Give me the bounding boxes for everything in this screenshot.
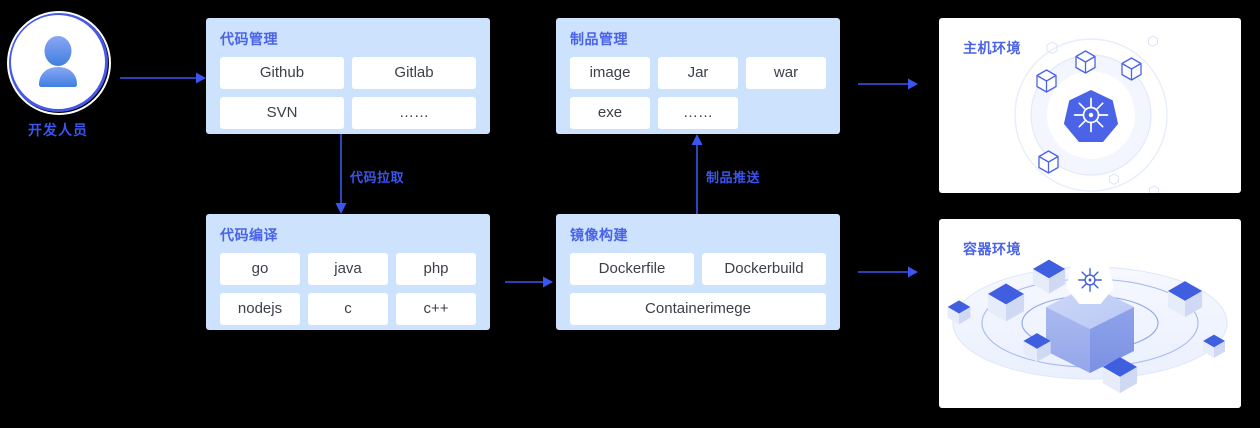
developer-avatar-circle xyxy=(7,11,111,115)
arrow-compile-to-build xyxy=(505,274,553,290)
arrow-build-to-container xyxy=(858,264,918,280)
edge-label-code-pull: 代码拉取 xyxy=(350,170,405,185)
panel-code-management: 代码管理 Github Gitlab SVN …… xyxy=(206,18,490,134)
panel-title: 代码编译 xyxy=(220,227,278,243)
edge-label-artifact-push: 制品推送 xyxy=(706,170,761,185)
chip-row: exe …… xyxy=(556,97,840,129)
panel-code-compile: 代码编译 go java php nodejs c c++ xyxy=(206,214,490,330)
developer-label: 开发人员 xyxy=(28,122,88,138)
developer-actor: 开发人员 xyxy=(7,11,112,157)
chip-more[interactable]: …… xyxy=(658,97,738,129)
chip-row: nodejs c c++ xyxy=(206,293,490,325)
env-title: 容器环境 xyxy=(963,241,1021,257)
chip-row: go java php xyxy=(206,253,490,285)
user-avatar-icon xyxy=(39,36,77,87)
chip-dockerfile[interactable]: Dockerfile xyxy=(570,253,694,285)
chip-cpp[interactable]: c++ xyxy=(396,293,476,325)
chip-row: Dockerfile Dockerbuild xyxy=(556,253,840,285)
kubernetes-cube-icon xyxy=(947,258,1228,394)
chip-more[interactable]: …… xyxy=(352,97,476,129)
card-container-environment: 容器环境 xyxy=(939,219,1241,408)
chip-java[interactable]: java xyxy=(308,253,388,285)
kubernetes-helm-icon xyxy=(1014,35,1168,193)
chip-dockerbuild[interactable]: Dockerbuild xyxy=(702,253,826,285)
chip-github[interactable]: Github xyxy=(220,57,344,89)
chip-spacer xyxy=(746,97,826,129)
arrow-code-pull xyxy=(333,134,349,214)
chip-go[interactable]: go xyxy=(220,253,300,285)
chip-row: image Jar war xyxy=(556,57,840,89)
chip-image[interactable]: image xyxy=(570,57,650,89)
arrow-developer-to-code-management xyxy=(120,70,206,86)
panel-title: 制品管理 xyxy=(570,31,628,47)
chip-row: SVN …… xyxy=(206,97,490,129)
chip-row: Containerimege xyxy=(556,293,840,325)
arrow-artifact-push xyxy=(689,134,705,214)
chip-row: Github Gitlab xyxy=(206,57,490,89)
chip-gitlab[interactable]: Gitlab xyxy=(352,57,476,89)
panel-artifact-management: 制品管理 image Jar war exe …… xyxy=(556,18,840,134)
chip-war[interactable]: war xyxy=(746,57,826,89)
chip-jar[interactable]: Jar xyxy=(658,57,738,89)
panel-image-build: 镜像构建 Dockerfile Dockerbuild Containerime… xyxy=(556,214,840,330)
chip-php[interactable]: php xyxy=(396,253,476,285)
chip-exe[interactable]: exe xyxy=(570,97,650,129)
env-title: 主机环境 xyxy=(963,40,1021,56)
panel-title: 代码管理 xyxy=(220,31,278,47)
panel-title: 镜像构建 xyxy=(570,227,628,243)
chip-svn[interactable]: SVN xyxy=(220,97,344,129)
chip-c[interactable]: c xyxy=(308,293,388,325)
chip-nodejs[interactable]: nodejs xyxy=(220,293,300,325)
card-host-environment: 主机环境 xyxy=(939,18,1241,193)
chip-containerimege[interactable]: Containerimege xyxy=(570,293,826,325)
arrow-artifact-to-host xyxy=(858,76,918,92)
